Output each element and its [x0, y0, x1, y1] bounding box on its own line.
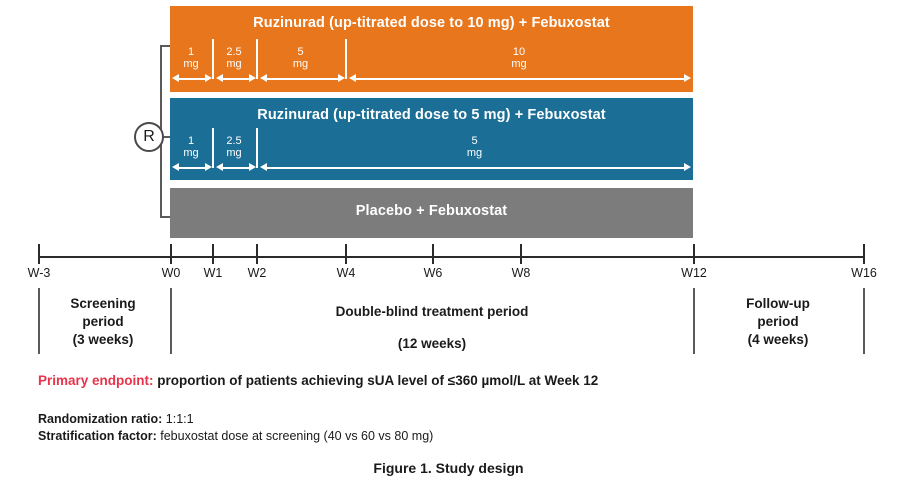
axis-tick-w6	[432, 244, 434, 264]
period-divider-w12	[693, 288, 695, 354]
period-label-double-blind: Double-blind treatment period (12 weeks)	[336, 303, 529, 353]
screening-line-1: Screening	[70, 296, 136, 311]
screening-line-2: period	[82, 314, 124, 329]
dose-rail-blue-1	[178, 167, 208, 169]
dose-arrow-orange-4-left	[349, 74, 356, 82]
primary-endpoint: Primary endpoint: proportion of patients…	[38, 373, 598, 388]
dose-separator-orange-2	[256, 39, 258, 79]
arm-title-orange: Ruzinurad (up-titrated dose to 10 mg) + …	[253, 15, 610, 31]
dose-rail-blue-3	[266, 167, 685, 169]
primary-endpoint-label: Primary endpoint:	[38, 373, 154, 388]
dose-arrow-orange-1-right	[205, 74, 212, 82]
dose-arrow-blue-3-left	[260, 163, 267, 171]
stratification-factor-label: Stratification factor:	[38, 429, 157, 443]
randomization-ratio: Randomization ratio: 1:1:1	[38, 412, 194, 426]
axis-tick-w4	[345, 244, 347, 264]
arm-title-gray: Placebo + Febuxostat	[355, 203, 508, 219]
figure-caption: Figure 1. Study design	[373, 460, 524, 476]
dose-rail-blue-2	[222, 167, 252, 169]
treatment-arm-placebo: Placebo + Febuxostat	[170, 188, 693, 238]
dose-rail-orange-3	[266, 78, 338, 80]
dose-separator-blue-1	[212, 128, 214, 168]
dose-arrow-orange-1-left	[172, 74, 179, 82]
axis-label-w-3: W-3	[27, 266, 51, 280]
double-blind-line-3: (12 weeks)	[397, 336, 467, 351]
treatment-arm-ruzinurad-5mg: Ruzinurad (up-titrated dose to 5 mg) + F…	[170, 98, 693, 180]
screening-line-3: (3 weeks)	[72, 332, 134, 347]
dose-arrow-blue-1-left	[172, 163, 179, 171]
dose-arrow-orange-2-left	[216, 74, 223, 82]
axis-label-w1: W1	[203, 266, 223, 280]
axis-tick-w0	[170, 244, 172, 264]
axis-label-w8: W8	[511, 266, 531, 280]
double-blind-line-1: Double-blind treatment period	[335, 304, 529, 319]
dose-arrow-blue-3-right	[684, 163, 691, 171]
randomization-ratio-label: Randomization ratio:	[38, 412, 163, 426]
arm-title-blue: Ruzinurad (up-titrated dose to 5 mg) + F…	[257, 107, 606, 123]
randomization-symbol: R	[134, 122, 164, 152]
period-divider-start	[38, 288, 40, 354]
dose-separator-orange-1	[212, 39, 214, 79]
dose-arrow-orange-3-right	[338, 74, 345, 82]
dose-rail-orange-4	[355, 78, 685, 80]
primary-endpoint-text: proportion of patients achieving sUA lev…	[153, 373, 599, 388]
dose-rail-orange-1	[178, 78, 208, 80]
randomization-bracket-arm-gray	[160, 216, 172, 218]
axis-tick-w12	[693, 244, 695, 264]
dose-arrow-blue-2-right	[249, 163, 256, 171]
axis-label-w16: W16	[851, 266, 877, 280]
randomization-bracket-arm-blue	[160, 136, 172, 138]
stratification-factor: Stratification factor: febuxostat dose a…	[38, 429, 433, 443]
axis-label-w12: W12	[681, 266, 707, 280]
randomization-bracket-arm-orange	[160, 45, 172, 47]
timeline-axis	[38, 256, 863, 258]
axis-tick-w16	[863, 244, 865, 264]
axis-tick-w8	[520, 244, 522, 264]
period-divider-end	[863, 288, 865, 354]
treatment-arm-ruzinurad-10mg: Ruzinurad (up-titrated dose to 10 mg) + …	[170, 6, 693, 92]
follow-up-line-3: (4 weeks)	[747, 332, 809, 347]
dose-rail-orange-2	[222, 78, 252, 80]
axis-tick-w-3	[38, 244, 40, 264]
axis-label-w2: W2	[247, 266, 267, 280]
dose-arrow-orange-2-right	[249, 74, 256, 82]
randomization-ratio-value: 1:1:1	[162, 412, 194, 426]
axis-tick-w2	[256, 244, 258, 264]
axis-label-w0: W0	[161, 266, 181, 280]
follow-up-line-2: period	[757, 314, 799, 329]
axis-tick-w1	[212, 244, 214, 264]
dose-separator-orange-3	[345, 39, 347, 79]
dose-arrow-blue-2-left	[216, 163, 223, 171]
dose-arrow-blue-1-right	[205, 163, 212, 171]
axis-label-w4: W4	[336, 266, 356, 280]
period-divider-w0	[170, 288, 172, 354]
period-label-screening: Screening period (3 weeks)	[70, 295, 135, 349]
period-label-follow-up: Follow-up period (4 weeks)	[746, 295, 810, 349]
dose-arrow-orange-4-right	[684, 74, 691, 82]
stratification-factor-value: febuxostat dose at screening (40 vs 60 v…	[156, 429, 434, 443]
dose-separator-blue-2	[256, 128, 258, 168]
follow-up-line-1: Follow-up	[746, 296, 810, 311]
axis-label-w6: W6	[423, 266, 443, 280]
dose-arrow-orange-3-left	[260, 74, 267, 82]
